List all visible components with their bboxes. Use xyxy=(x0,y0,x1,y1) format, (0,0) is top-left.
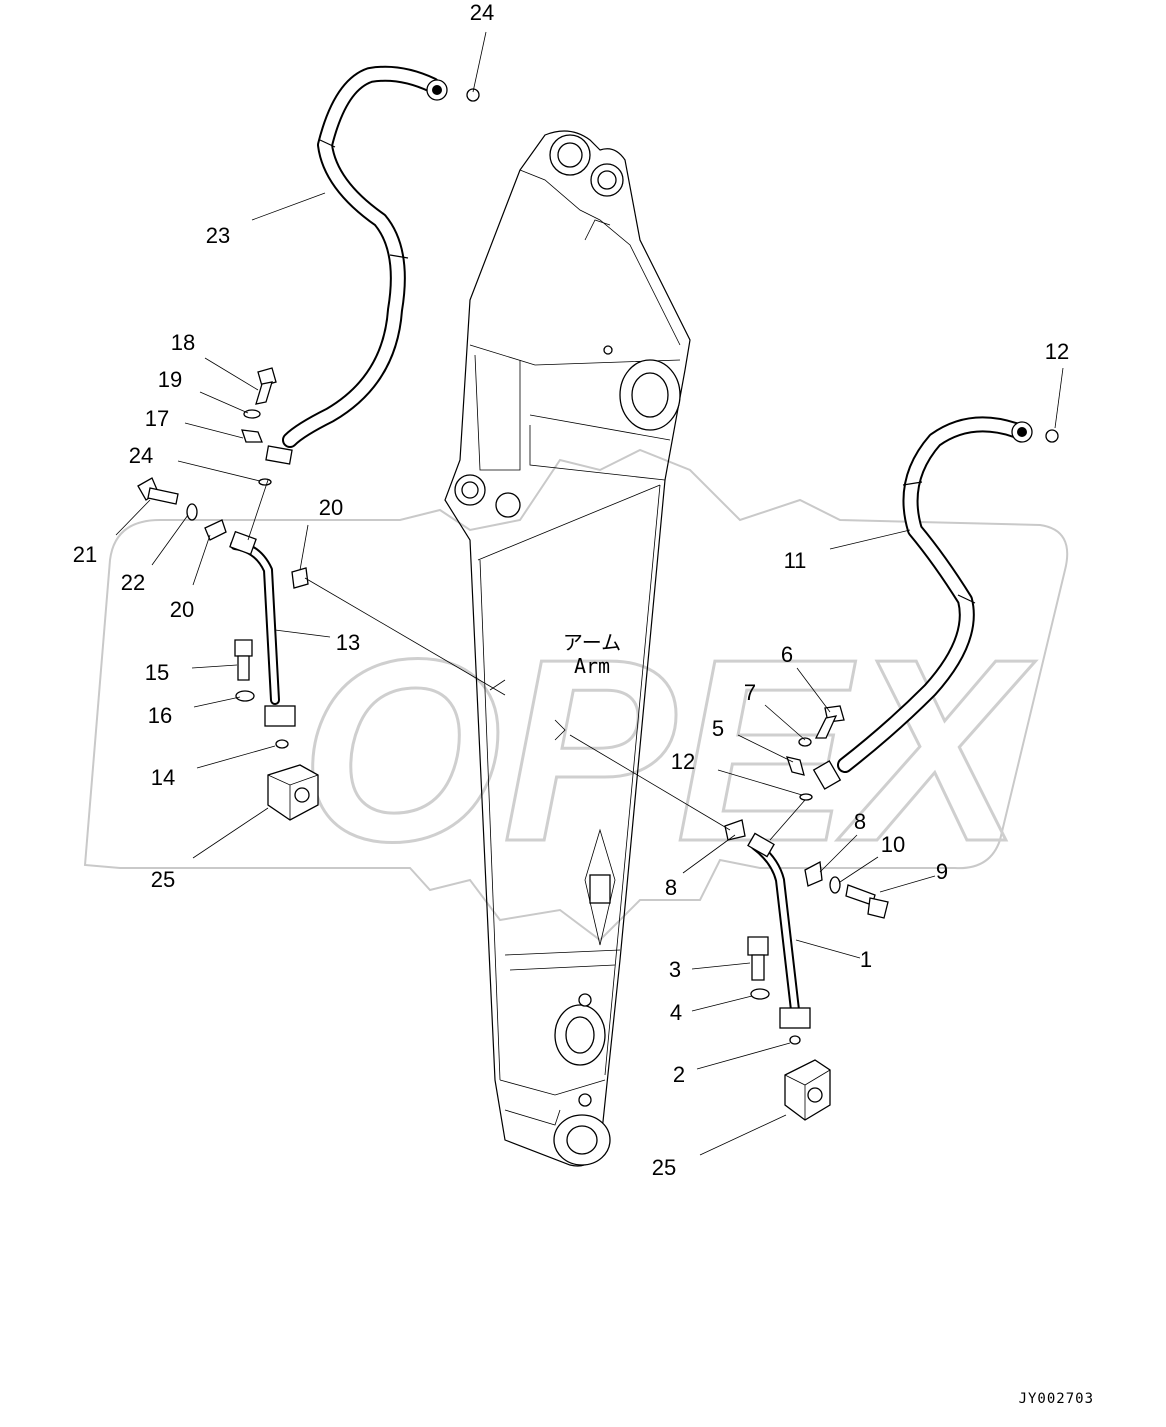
valve-block-25-right xyxy=(784,1059,831,1121)
callout-11: 11 xyxy=(783,548,807,573)
arm-body xyxy=(444,130,691,1167)
callout-25-left: 25 xyxy=(150,867,176,892)
callout-15: 15 xyxy=(144,660,170,685)
callout-21: 21 xyxy=(72,542,98,567)
watermark-logo: OPEX xyxy=(83,448,1069,942)
arm-label-english: Arm xyxy=(573,654,611,678)
callout-25-right: 25 xyxy=(651,1155,677,1180)
hose-23 xyxy=(265,65,448,465)
small-parts xyxy=(137,88,1059,1045)
callout-24-left: 24 xyxy=(128,443,154,468)
callout-4: 4 xyxy=(669,1000,683,1025)
callout-12-right: 12 xyxy=(1044,339,1070,364)
callout-19: 19 xyxy=(157,367,183,392)
callout-3: 3 xyxy=(668,957,682,982)
assembly-lines xyxy=(247,479,806,841)
callout-8-right: 8 xyxy=(853,809,867,834)
leader-lines xyxy=(115,31,1064,1156)
callout-5: 5 xyxy=(711,716,725,741)
callout-20-upper: 20 xyxy=(318,495,344,520)
svg-text:OPEX: OPEX xyxy=(300,606,1036,896)
callout-16: 16 xyxy=(147,703,173,728)
arm-label-japanese: アーム xyxy=(562,630,622,655)
callout-22: 22 xyxy=(120,570,146,595)
callout-23: 23 xyxy=(205,223,231,248)
callout-10: 10 xyxy=(880,832,906,857)
callout-18: 18 xyxy=(170,330,196,355)
callout-24-top: 24 xyxy=(469,0,495,25)
hose-11 xyxy=(812,416,1033,790)
callout-20-left: 20 xyxy=(169,597,195,622)
callout-6: 6 xyxy=(780,642,794,667)
pipe-1 xyxy=(747,832,811,1029)
callout-13: 13 xyxy=(335,630,361,655)
callout-2: 2 xyxy=(672,1062,686,1087)
pipe-13 xyxy=(229,530,296,727)
callout-12-mid: 12 xyxy=(670,749,696,774)
callout-8-left: 8 xyxy=(664,875,678,900)
callout-7: 7 xyxy=(743,680,757,705)
callout-1: 1 xyxy=(859,947,873,972)
callout-9: 9 xyxy=(935,859,949,884)
callout-14: 14 xyxy=(150,765,176,790)
callout-17: 17 xyxy=(144,406,170,431)
valve-block-25-left xyxy=(267,764,319,821)
drawing-code: JY002703 xyxy=(1018,1391,1094,1407)
